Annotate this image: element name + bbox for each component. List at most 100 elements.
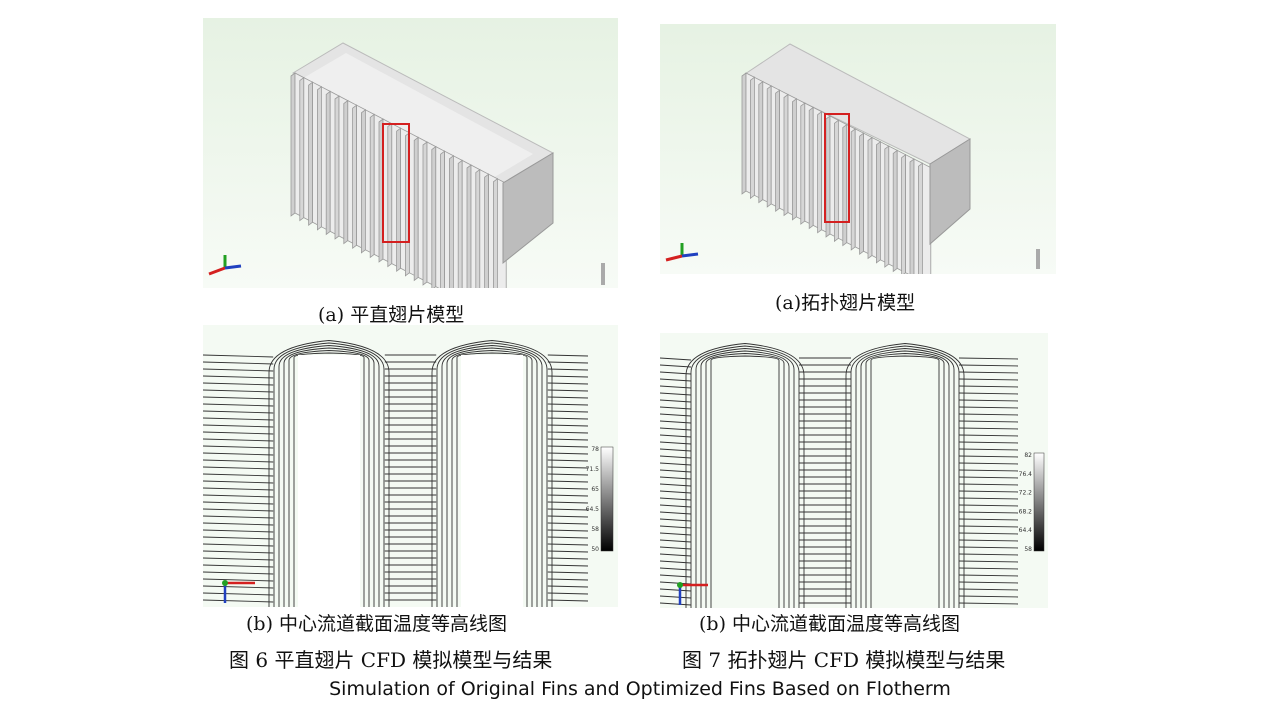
contour-line [958,546,1019,549]
fin-plate [457,159,463,288]
fin-plate [875,141,881,264]
contour-line [547,564,589,567]
contour-line [547,557,589,560]
contour-line [958,378,1019,381]
fin-plate [817,110,823,234]
fin-plate [317,86,322,231]
contour-line [547,361,589,364]
contour-line [547,389,589,392]
fin-plate [484,173,490,288]
axis-triad-icon [222,580,255,603]
legend-tick-label: 82 [1024,452,1032,459]
contour-line [685,343,805,608]
legend-tick-label: 76.4 [1019,471,1033,478]
legend-tick-label: 65 [591,486,599,493]
contour-line [278,345,380,607]
contour-line [958,364,1019,367]
fin-plate [758,80,764,204]
fin-plate [325,90,331,236]
fin-plate [901,153,907,274]
contour-line [958,399,1019,402]
contour-line [547,452,589,455]
contour-line [547,459,589,462]
contour-line [203,403,274,407]
fin-plate [422,141,428,286]
contour-line [446,347,538,607]
fin-plate [431,145,437,288]
fin-plate [466,164,472,288]
contour-line [547,431,589,434]
contour-line [855,348,955,608]
contour-line [958,483,1019,486]
legend-tick-label: 68.2 [1019,508,1033,515]
contour-line [690,345,800,608]
contour-line [203,550,274,554]
fin-plate [766,85,772,208]
fin-gap [921,162,932,274]
contour-line [958,504,1019,507]
legend-tick-label: 58 [1024,546,1032,553]
axis-triad-icon [208,255,242,276]
contour-line [203,361,274,365]
contour-line [547,578,589,581]
contour-line [547,403,589,406]
contour-line [203,578,274,582]
fin-plate [475,168,481,288]
fin-plate [343,99,349,245]
contour-line [660,364,692,368]
contour-line [203,445,274,449]
contour-line [958,413,1019,416]
contour-line [547,375,589,378]
fin-plate [775,89,780,212]
contour-line [203,382,274,386]
contour-line [958,476,1019,479]
contour-line [203,501,274,505]
contour-line [203,473,274,477]
fin-plate [352,104,358,249]
contour-line [705,353,785,608]
fin-plate [290,72,296,217]
contour-line [203,494,274,498]
contour-line [456,352,528,607]
fin-plate [299,76,305,222]
axis-triad-icon [665,243,699,262]
contour-line [203,424,274,428]
contour-line [958,518,1019,521]
contour-line [436,342,548,607]
fin-plate [917,162,923,274]
contour-line [845,343,965,608]
contour-line [203,487,274,491]
contour-line [547,550,589,553]
contour-line [441,345,543,607]
fin-plate [413,136,419,282]
contour-line [700,350,790,608]
contour-line [547,571,589,574]
contour-line [958,406,1019,409]
contour-line [203,396,274,400]
contour-line [203,452,274,456]
contour-line [547,438,589,441]
contour-line [547,536,589,539]
fin-plate [842,123,848,247]
contour-line [203,564,274,568]
contour-line [958,553,1019,556]
contour-line [288,350,370,607]
straight-fin-model-image [203,18,618,288]
contour-line [958,511,1019,514]
contour-line [958,385,1019,388]
contour-line [203,557,274,561]
contour-line [203,389,274,393]
legend-tick-label: 50 [591,546,599,553]
fin-plate [492,178,498,288]
contour-line [710,355,780,608]
fin-plate [387,122,393,268]
contour-line [203,375,274,379]
contour-line [547,585,589,588]
contour-line [203,529,274,533]
fin-plate [867,136,873,260]
contour-line [547,480,589,483]
contour-line [451,350,533,607]
contour-line [547,543,589,546]
